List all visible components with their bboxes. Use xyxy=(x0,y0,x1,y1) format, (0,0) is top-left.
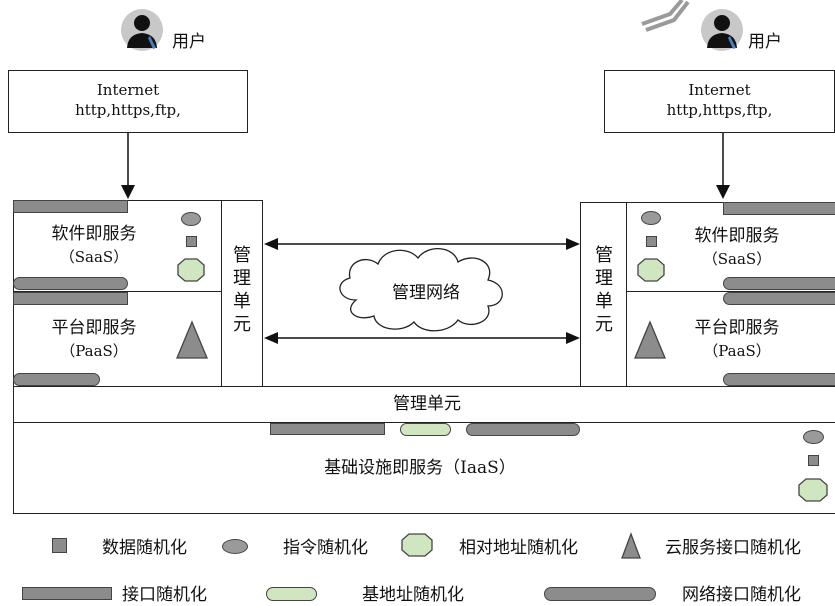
internet-protocols: http,https,ftp, xyxy=(75,101,181,119)
network-interface-random-pill xyxy=(723,277,835,290)
network-interface-random-pill xyxy=(13,373,100,386)
paas-code: （PaaS） xyxy=(703,342,771,360)
legend-square-icon xyxy=(52,538,67,553)
square-icon xyxy=(808,455,819,466)
network-label: 管理网络 xyxy=(392,283,460,303)
user-left: 用户 xyxy=(120,8,230,58)
arrow-icon xyxy=(716,133,730,199)
legend-cloud-iface-random: 云服务接口随机化 xyxy=(665,538,801,558)
network-interface-random-pill xyxy=(466,423,580,436)
paas-code: （PaaS） xyxy=(60,342,128,360)
saas-name: 软件即服务 xyxy=(51,224,137,244)
internet-box-left: Internet http,https,ftp, xyxy=(8,70,248,133)
internet-protocols: http,https,ftp, xyxy=(666,101,773,119)
legend-base-addr-random: 基地址随机化 xyxy=(362,585,464,605)
octagon-icon xyxy=(798,478,828,502)
interface-random-bar xyxy=(270,423,385,435)
legend-interface-bar-icon xyxy=(22,587,112,600)
paas-name: 平台即服务 xyxy=(51,318,137,338)
saas-code: （SaaS） xyxy=(59,248,129,266)
management-network-arrows xyxy=(264,238,580,344)
internet-title: Internet xyxy=(96,81,160,99)
user-right: 用户 xyxy=(700,8,810,58)
triangle-icon xyxy=(634,320,666,359)
network-interface-random-pill xyxy=(723,373,835,386)
iaas-label: 基础设施即服务（IaaS） xyxy=(324,458,516,478)
paas-name: 平台即服务 xyxy=(694,318,780,338)
legend-net-iface-random: 网络接口随机化 xyxy=(682,585,801,605)
saas-code: （SaaS） xyxy=(702,250,772,268)
legend-data-random: 数据随机化 xyxy=(102,538,187,558)
interface-random-bar xyxy=(13,200,128,213)
legend-base-address-pill-icon xyxy=(266,587,317,601)
mgmt-unit-label: 管 理 单 元 xyxy=(595,245,613,335)
arrow-icon xyxy=(121,133,135,199)
ellipse-icon xyxy=(181,212,201,226)
octagon-icon xyxy=(177,258,205,282)
mgmt-unit-label: 管 理 单 元 xyxy=(233,245,251,335)
legend-rel-addr-random: 相对地址随机化 xyxy=(459,538,578,558)
legend-iface-random: 接口随机化 xyxy=(122,585,207,605)
mgmt-bar-label: 管理单元 xyxy=(393,394,461,414)
octagon-icon xyxy=(637,258,665,282)
user-icon xyxy=(701,9,743,51)
square-icon xyxy=(186,236,197,247)
legend-ellipse-icon xyxy=(222,539,248,554)
user-label: 用户 xyxy=(748,32,782,52)
satellite-icon xyxy=(641,0,690,32)
network-interface-random-pill xyxy=(723,292,835,305)
internet-box-right: Internet http,https,ftp, xyxy=(604,70,835,133)
legend-octagon-icon xyxy=(401,533,433,557)
mgmt-unit-left xyxy=(221,200,263,387)
user-label: 用户 xyxy=(172,32,206,52)
iaas-block xyxy=(13,422,835,514)
saas-name: 软件即服务 xyxy=(694,226,780,246)
interface-random-bar xyxy=(13,292,128,305)
legend-network-interface-pill-icon xyxy=(544,587,656,601)
ellipse-icon xyxy=(803,430,824,444)
interface-random-bar xyxy=(723,202,835,215)
legend-triangle-icon xyxy=(621,532,641,559)
base-address-random-pill xyxy=(400,423,451,436)
triangle-icon xyxy=(176,320,208,359)
internet-title: Internet xyxy=(688,81,751,99)
ellipse-icon xyxy=(641,211,661,225)
square-icon xyxy=(646,236,657,247)
legend-instr-random: 指令随机化 xyxy=(283,538,368,558)
cloud-icon xyxy=(339,248,503,332)
network-interface-random-pill xyxy=(13,277,128,290)
user-icon xyxy=(121,9,163,51)
